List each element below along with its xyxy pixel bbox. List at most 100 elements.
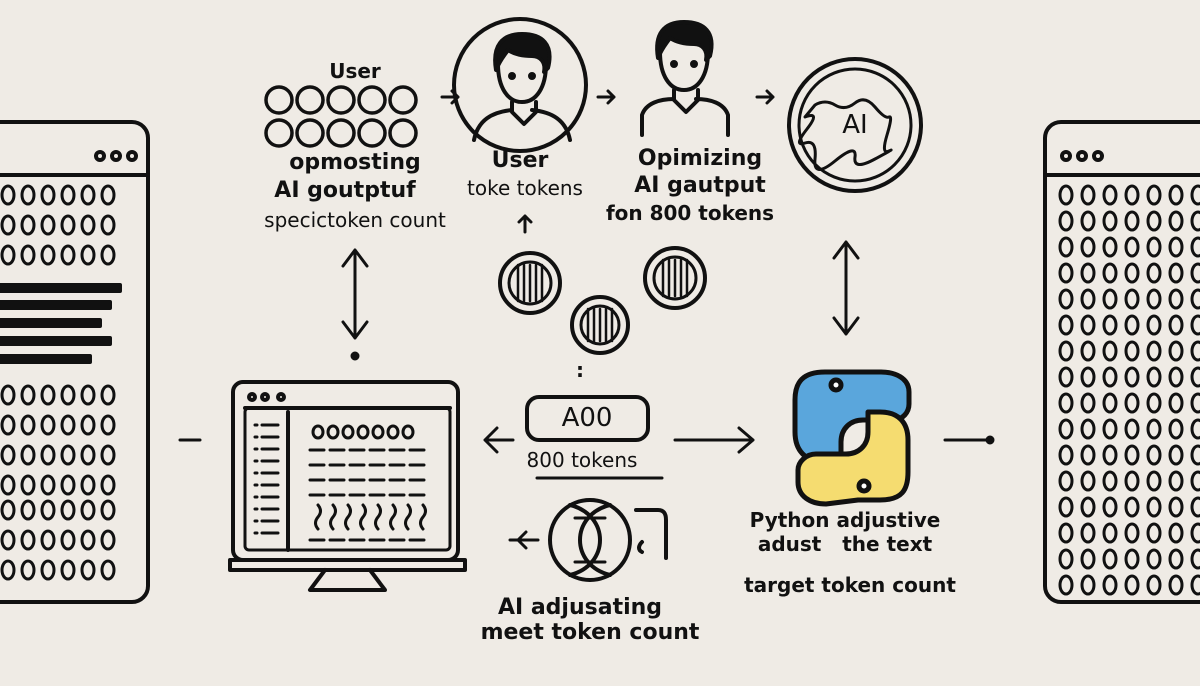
zero-glyph (1080, 470, 1096, 492)
zero-glyph (1080, 444, 1096, 466)
zero-glyph (1168, 444, 1184, 466)
zero-glyph (1146, 392, 1162, 414)
zero-glyph (1190, 548, 1200, 570)
zero-glyph (40, 414, 56, 436)
zero-glyph (1102, 236, 1118, 258)
zero-glyph (1190, 366, 1200, 388)
user-avatar-icon (640, 20, 730, 137)
zero-glyph (60, 499, 76, 521)
zero-glyph (1058, 236, 1074, 258)
separator: : (576, 358, 584, 382)
zero-glyph (1124, 262, 1140, 284)
zero-glyph (1102, 210, 1118, 232)
zero-glyph (80, 444, 96, 466)
zero-glyph (1058, 314, 1074, 336)
zero-glyph (80, 384, 96, 406)
zero-glyph (1190, 288, 1200, 310)
zero-glyph (1124, 236, 1140, 258)
chain-link (326, 85, 356, 115)
zero-glyph (1168, 496, 1184, 518)
python-line-2: adust the text (757, 532, 933, 556)
zero-glyph (1080, 340, 1096, 362)
zero-glyph (1102, 444, 1118, 466)
zero-glyph (1146, 574, 1162, 596)
zero-glyph (1190, 522, 1200, 544)
chain-link (326, 118, 356, 148)
double-arrow-icon (341, 240, 860, 361)
zero-glyph (0, 444, 16, 466)
zero-glyph (60, 474, 76, 496)
zero-glyph (1058, 210, 1074, 232)
zero-glyph (1190, 236, 1200, 258)
zero-glyph (1168, 392, 1184, 414)
zero-glyph (1168, 184, 1184, 206)
zero-glyph (0, 414, 16, 436)
zero-glyph (20, 244, 36, 266)
zero-glyph (326, 424, 340, 440)
zero-glyph (1102, 548, 1118, 570)
python-logo-icon (792, 369, 912, 507)
zero-glyph (1190, 470, 1200, 492)
zero-glyph (1080, 392, 1096, 414)
arrow-right-icon (440, 89, 775, 105)
zero-glyph (1124, 392, 1140, 414)
zero-glyph (1102, 288, 1118, 310)
zero-glyph (1124, 470, 1140, 492)
zero-glyph (1102, 522, 1118, 544)
optimizing-line-1: Opimizing (637, 146, 763, 171)
zero-glyph (1080, 314, 1096, 336)
top-left-line-1: opmosting (289, 150, 421, 175)
zero-glyph (1080, 366, 1096, 388)
zero-glyph (20, 529, 36, 551)
zero-glyph (386, 424, 400, 440)
zero-glyph (1124, 314, 1140, 336)
zero-glyph (401, 424, 415, 440)
zero-glyph (1168, 262, 1184, 284)
zero-glyph (1080, 210, 1096, 232)
zero-glyph (100, 499, 116, 521)
zero-glyph (1058, 340, 1074, 362)
zero-glyph (20, 214, 36, 236)
left-phone-device (0, 120, 150, 604)
zero-glyph (1190, 262, 1200, 284)
zero-glyph (1058, 392, 1074, 414)
zero-glyph (0, 529, 16, 551)
zero-glyph (1080, 574, 1096, 596)
zero-glyph (80, 529, 96, 551)
zero-glyph (1146, 314, 1162, 336)
zero-glyph (40, 474, 56, 496)
chain-link (388, 85, 418, 115)
zero-glyph (1058, 262, 1074, 284)
zero-glyph (1168, 314, 1184, 336)
zero-glyph (1124, 496, 1140, 518)
zero-glyph (100, 444, 116, 466)
wave-glyph (314, 503, 322, 531)
zero-glyph (20, 184, 36, 206)
zero-glyph (40, 559, 56, 581)
zero-glyph (1146, 496, 1162, 518)
zero-glyph (1146, 210, 1162, 232)
user-avatar-icon (452, 17, 588, 153)
zero-glyph (1102, 574, 1118, 596)
zero-glyph (1080, 262, 1096, 284)
zero-glyph (40, 499, 56, 521)
zero-glyph (80, 414, 96, 436)
zero-glyph (1146, 366, 1162, 388)
zero-glyph (1058, 574, 1074, 596)
ai-badge-icon (787, 57, 923, 193)
coin-inner (652, 255, 698, 301)
wave-glyph (359, 503, 367, 531)
zero-glyph (1146, 522, 1162, 544)
zero-glyph (60, 559, 76, 581)
zero-glyph (1168, 418, 1184, 440)
zero-glyph (1146, 548, 1162, 570)
top-left-line-2: AI goutptuf (274, 178, 416, 203)
zero-glyph (40, 214, 56, 236)
chain-link (264, 118, 294, 148)
zero-glyph (1146, 184, 1162, 206)
zero-glyph (20, 559, 36, 581)
python-line-1: Python adjustive (749, 508, 941, 532)
zero-glyph (1168, 470, 1184, 492)
wave-glyph (404, 503, 412, 531)
zero-glyph (100, 529, 116, 551)
